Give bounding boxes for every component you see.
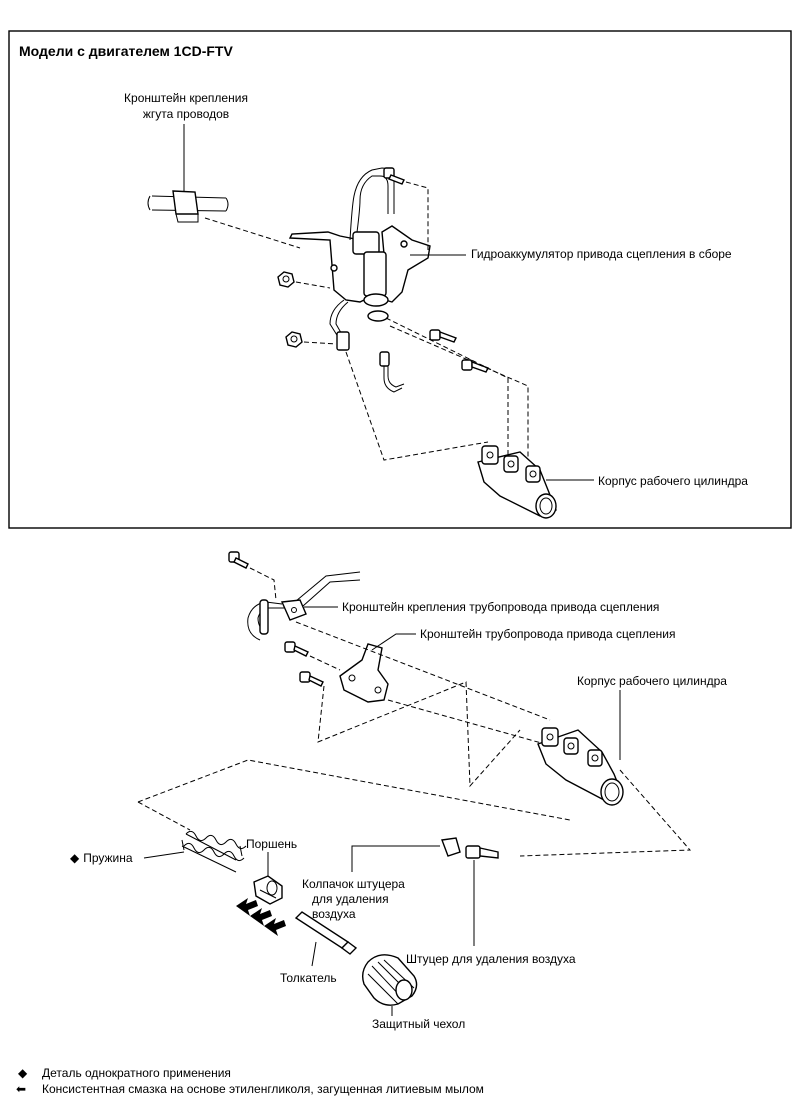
top-panel-title: Модели с двигателем 1CD-FTV <box>19 43 233 59</box>
spring <box>181 830 247 873</box>
bolt-bracket-upper <box>284 641 309 657</box>
bolt-bracket-lower <box>299 671 324 687</box>
arrow-left-icon <box>236 898 258 916</box>
boot-label: Защитный чехол <box>372 1017 465 1031</box>
bolt-top <box>383 167 405 185</box>
bleeder-cap-label-line3: воздуха <box>312 907 356 921</box>
piston <box>253 875 283 905</box>
cylinder-body-label-bottom: Корпус рабочего цилиндра <box>577 674 727 688</box>
bolt-right-upper <box>429 329 457 343</box>
clutch-accumulator-assembly <box>288 167 431 351</box>
spring-label-text: Пружина <box>83 851 133 865</box>
bleeder-cap-label-line1: Колпачок штуцера <box>302 877 405 891</box>
piston-label: Поршень <box>246 837 297 851</box>
legend-grease-text: Консистентная смазка на основе этиленгли… <box>42 1082 484 1096</box>
accumulator-label: Гидроаккумулятор привода сцепления в сбо… <box>471 247 732 261</box>
legend: ◆ Деталь однократного применения ⬅ Консист… <box>16 1066 484 1096</box>
grease-arrows <box>236 898 286 936</box>
legend-non-reusable: ◆ Деталь однократного применения <box>18 1066 231 1080</box>
legend-grease: ⬅ Консистентная смазка на основе этиленгл… <box>16 1082 484 1096</box>
pipe-fitting <box>379 351 405 393</box>
harness-bracket <box>147 190 229 223</box>
bleeder-cap <box>441 837 461 857</box>
arrow-left-icon: ⬅ <box>16 1082 26 1096</box>
bleeder-plug <box>465 845 499 859</box>
bleeder-cap-label-line2: для удаления <box>312 892 389 906</box>
spring-label: ◆Пружина <box>70 851 133 865</box>
diamond-icon: ◆ <box>70 851 80 865</box>
push-rod <box>294 911 358 955</box>
arrow-left-icon <box>250 908 272 926</box>
bolt-bracket-top <box>228 551 249 569</box>
pipe-clamp-bracket-label: Кронштейн крепления трубопровода привода… <box>342 600 659 614</box>
top-panel: Модели с двигателем 1CD-FTV Кронштейн кр… <box>8 30 792 529</box>
cylinder-body-label-top: Корпус рабочего цилиндра <box>598 474 748 488</box>
nut-upper <box>277 271 295 288</box>
arrow-left-icon <box>264 918 286 936</box>
harness-bracket-label-line2: жгута проводов <box>143 107 229 121</box>
push-rod-label: Толкатель <box>280 971 337 985</box>
harness-bracket-label-line1: Кронштейн крепления <box>124 91 248 105</box>
pipe-bracket-label: Кронштейн трубопровода привода сцепления <box>420 627 675 641</box>
protective-boot <box>361 954 418 1006</box>
pipe-bracket <box>339 643 389 703</box>
clutch-pipe <box>247 571 361 641</box>
legend-non-reusable-text: Деталь однократного применения <box>42 1066 231 1080</box>
diamond-icon: ◆ <box>18 1066 28 1080</box>
release-cylinder-top <box>477 445 557 519</box>
top-panel-frame <box>8 30 792 529</box>
release-cylinder-bottom <box>537 727 624 806</box>
bleeder-plug-label: Штуцер для удаления воздуха <box>406 952 576 966</box>
nut-lower <box>285 331 303 348</box>
bottom-panel: Кронштейн крепления трубопровода привода… <box>70 551 727 1031</box>
